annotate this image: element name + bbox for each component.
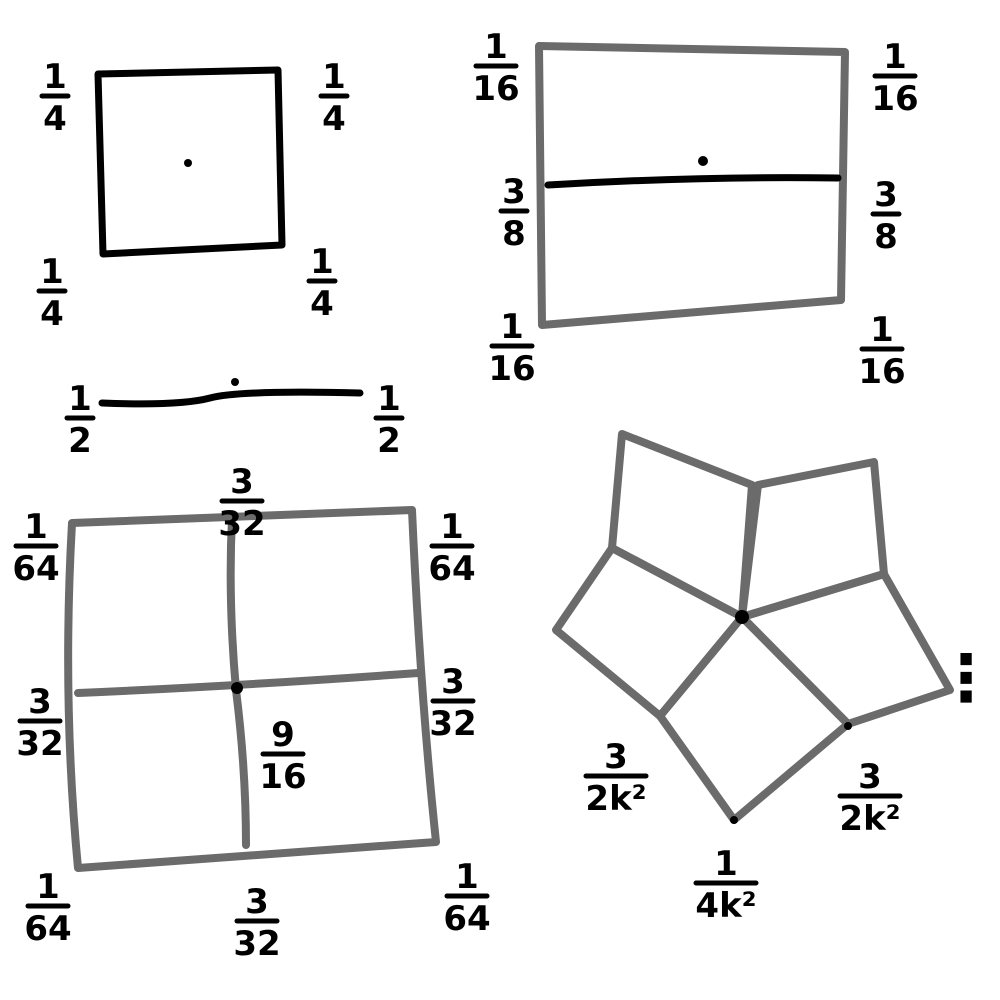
fraction-denominator: 64 xyxy=(428,549,475,589)
fraction-denominator: 4 xyxy=(310,284,334,324)
fraction-numerator: 1 xyxy=(36,867,60,907)
rectangle-label-mid-left: 38 xyxy=(498,172,530,254)
rectangle-outline xyxy=(535,42,849,329)
square-label-top-left: 14 xyxy=(39,57,71,139)
fraction-denominator: 32 xyxy=(218,504,265,544)
grid-label-top-mid: 332 xyxy=(218,462,265,544)
fraction-numerator: 3 xyxy=(604,737,628,777)
square-label-bottom-right: 14 xyxy=(306,242,338,324)
fraction-denominator: 32 xyxy=(233,924,280,964)
fraction-numerator: 1 xyxy=(500,307,524,347)
fraction-denominator: 2k² xyxy=(585,779,646,819)
rectangle-panel xyxy=(535,42,849,329)
fraction-denominator: 4k² xyxy=(695,886,756,926)
fraction-numerator: 1 xyxy=(68,379,92,419)
fraction-numerator: 1 xyxy=(322,57,346,97)
fraction-denominator: 4 xyxy=(43,99,67,139)
segment-label-right: 12 xyxy=(373,379,405,461)
fraction-denominator: 16 xyxy=(858,352,905,392)
square-label-bottom-left: 14 xyxy=(36,252,68,334)
grid-label-center: 916 xyxy=(259,715,306,797)
fraction-denominator: 16 xyxy=(871,79,918,119)
grid-label-top-right: 164 xyxy=(428,507,475,589)
fraction-numerator: 3 xyxy=(502,172,526,212)
rectangle-label-bottom-left: 116 xyxy=(488,307,535,389)
fraction-numerator: 1 xyxy=(377,379,401,419)
fraction-denominator: 2 xyxy=(68,421,92,461)
rectangle-label-top-right: 116 xyxy=(871,37,918,119)
pinwheel-quad-bottom xyxy=(656,613,852,824)
grid-label-bottom-left: 164 xyxy=(24,867,71,949)
fraction-denominator: 8 xyxy=(874,217,898,257)
grid-label-top-left: 164 xyxy=(12,507,59,589)
segment-center-dot xyxy=(231,378,239,386)
grid-label-bottom-mid: 332 xyxy=(233,882,280,964)
fraction-numerator: 1 xyxy=(40,252,64,292)
fraction-denominator: 4 xyxy=(40,294,64,334)
rectangle-label-bottom-right: 116 xyxy=(858,310,905,392)
pinwheel-ellipsis: ⋮ xyxy=(934,642,998,716)
fraction-denominator: 4 xyxy=(322,99,346,139)
square-center-dot xyxy=(184,159,192,167)
pinwheel-panel: ⋮ xyxy=(552,430,998,824)
segment-panel xyxy=(98,378,364,408)
fraction-numerator: 1 xyxy=(440,507,464,547)
fraction-denominator: 32 xyxy=(16,724,63,764)
fraction-numerator: 1 xyxy=(883,37,907,77)
fraction-numerator: 3 xyxy=(858,757,882,797)
grid-horizontal-line xyxy=(74,669,422,697)
fraction-numerator: 3 xyxy=(441,662,465,702)
grid-label-mid-left: 332 xyxy=(16,682,63,764)
pinwheel-center-dot xyxy=(735,610,749,624)
fraction-denominator: 16 xyxy=(259,757,306,797)
square-label-top-right: 14 xyxy=(318,57,350,139)
grid-center-dot xyxy=(231,682,243,694)
pinwheel-quad-left xyxy=(552,544,746,720)
fraction-numerator: 1 xyxy=(870,310,894,350)
fraction-numerator: 1 xyxy=(310,242,334,282)
segment-label-left: 12 xyxy=(64,379,96,461)
fraction-denominator: 2 xyxy=(377,421,401,461)
grid-label-bottom-right: 164 xyxy=(443,857,490,939)
fraction-denominator: 64 xyxy=(12,549,59,589)
square-outline xyxy=(94,66,286,258)
fraction-numerator: 1 xyxy=(43,57,67,97)
grid-outline xyxy=(64,506,440,872)
grid-label-mid-right: 332 xyxy=(429,662,476,744)
fraction-denominator: 16 xyxy=(472,69,519,109)
pinwheel-edge-dot xyxy=(844,722,852,730)
fraction-denominator: 2k² xyxy=(839,799,900,839)
fraction-denominator: 64 xyxy=(24,909,71,949)
fraction-denominator: 64 xyxy=(443,899,490,939)
pinwheel-vertex-dot xyxy=(730,816,738,824)
grid-panel xyxy=(64,506,440,872)
fraction-numerator: 1 xyxy=(484,27,508,67)
fraction-numerator: 1 xyxy=(714,844,738,884)
fraction-denominator: 8 xyxy=(502,214,526,254)
rectangle-center-dot xyxy=(698,156,708,166)
rectangle-label-mid-right: 38 xyxy=(870,175,902,257)
fraction-numerator: 1 xyxy=(455,857,479,897)
fraction-denominator: 32 xyxy=(429,704,476,744)
fraction-numerator: 3 xyxy=(28,682,52,722)
fraction-numerator: 3 xyxy=(230,462,254,502)
fraction-denominator: 16 xyxy=(488,349,535,389)
rectangle-midline xyxy=(544,174,842,189)
segment-line xyxy=(98,388,364,408)
fraction-numerator: 1 xyxy=(24,507,48,547)
fraction-numerator: 3 xyxy=(245,882,269,922)
fraction-numerator: 9 xyxy=(271,715,295,755)
fraction-numerator: 3 xyxy=(874,175,898,215)
rectangle-label-top-left: 116 xyxy=(472,27,519,109)
square-panel xyxy=(94,66,286,258)
